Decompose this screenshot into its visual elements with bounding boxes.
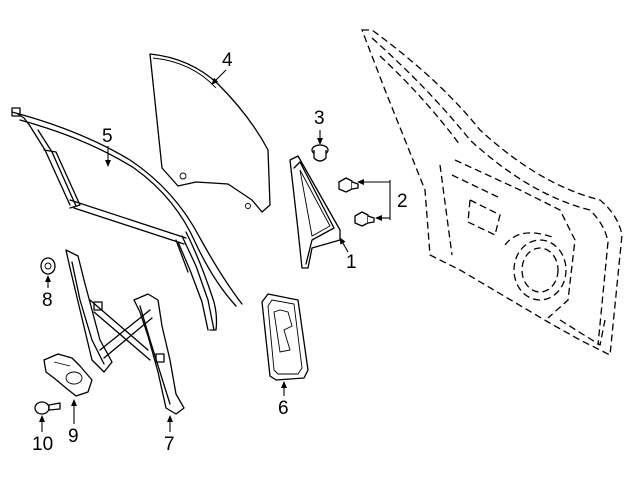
leader-1 [339, 237, 349, 253]
callout-5: 5 [102, 126, 113, 147]
callout-7: 7 [164, 434, 175, 455]
callout-6: 6 [278, 398, 289, 419]
callout-2: 2 [397, 191, 408, 212]
clip-nut [40, 257, 56, 275]
access-cover [261, 293, 309, 381]
callout-3: 3 [314, 108, 325, 129]
window-regulator [65, 249, 185, 415]
screw-fastener [34, 401, 61, 415]
callout-4: 4 [222, 50, 233, 71]
regulator-motor [43, 353, 93, 397]
leader-4 [211, 69, 227, 85]
bolt-lower [354, 211, 375, 227]
callout-1: 1 [346, 252, 357, 273]
quarter-window-glass [289, 155, 341, 269]
leader-lines [39, 69, 391, 432]
callout-8: 8 [42, 290, 53, 311]
door-glass [149, 53, 271, 213]
bolt-upper [338, 177, 359, 193]
glass-run-channel [11, 107, 243, 331]
callout-9: 9 [68, 426, 79, 447]
callout-labels: 1 2 3 4 5 6 7 8 9 10 [32, 50, 408, 455]
callout-10: 10 [32, 434, 53, 455]
stud-fastener [311, 144, 329, 162]
door-shell-outline [361, 29, 623, 357]
